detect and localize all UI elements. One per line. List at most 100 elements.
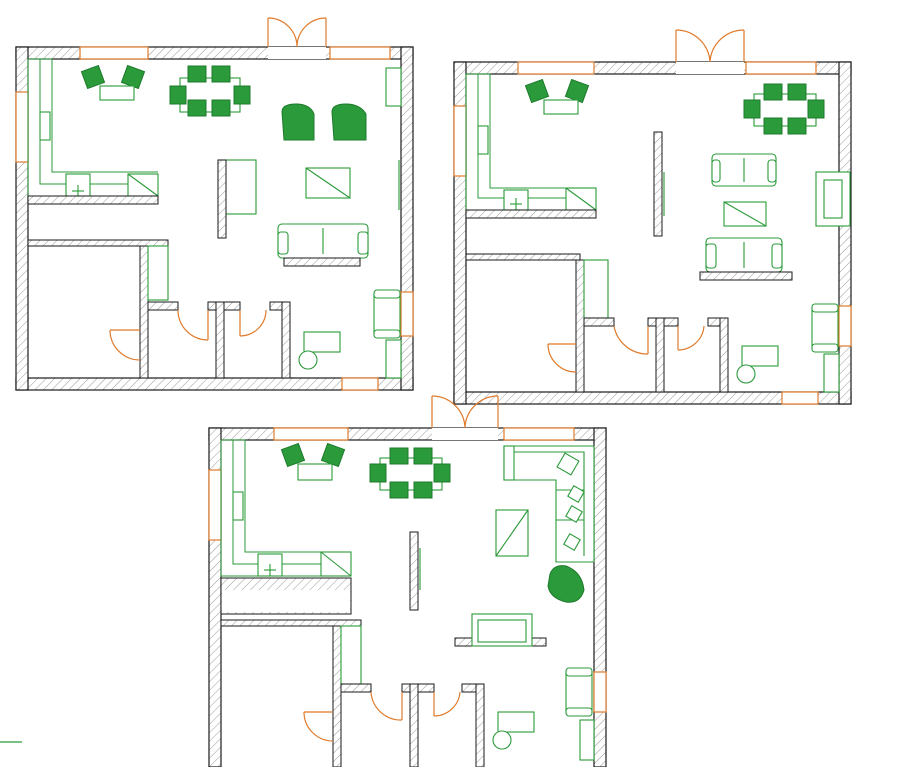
chair-icon [187, 99, 207, 117]
window-icon [341, 377, 379, 391]
corner-sofa-icon [503, 445, 595, 563]
wall-icon [409, 531, 419, 611]
wall-icon [27, 239, 169, 247]
chair-icon [169, 85, 187, 105]
plan-top-right [453, 29, 852, 405]
desk-icon [543, 99, 579, 115]
coffee-table-icon [305, 167, 351, 199]
door-icon [303, 711, 334, 742]
chair-icon [320, 442, 346, 468]
chair-icon [233, 85, 251, 105]
chair-icon [413, 481, 433, 499]
wall-icon [465, 253, 581, 261]
wall-icon [220, 619, 362, 627]
door-icon [109, 329, 141, 361]
kitchen-counter-icon [220, 439, 352, 577]
window-icon [329, 46, 391, 60]
office-chair-icon [492, 730, 512, 750]
desk-icon [385, 339, 402, 379]
chair-icon [564, 78, 590, 104]
wall-icon [340, 683, 372, 693]
wall-icon [575, 259, 585, 393]
window-icon [400, 291, 414, 337]
tv-unit-icon [454, 613, 547, 647]
wall-icon [409, 683, 419, 767]
wall-icon [281, 301, 291, 379]
window-icon [838, 305, 852, 347]
sink-icon [39, 111, 51, 141]
door-icon [370, 691, 403, 721]
window-icon [517, 61, 595, 75]
armchair-icon [811, 303, 839, 353]
door-icon [677, 325, 705, 351]
window-icon [208, 469, 222, 541]
wall-icon [139, 245, 149, 379]
wall-icon [215, 301, 225, 379]
window-icon [273, 427, 349, 441]
desk-icon [99, 85, 135, 101]
wall-icon [147, 301, 179, 311]
armchair-icon [373, 289, 401, 339]
chair-icon [433, 463, 451, 483]
coffee-table-icon [495, 509, 529, 557]
office-chair-icon [736, 364, 756, 384]
door-icon [547, 343, 577, 373]
coffee-table-icon [723, 201, 767, 227]
window-icon [503, 427, 575, 441]
armchair-icon [565, 667, 593, 717]
door-icon [431, 395, 499, 440]
wall-icon [217, 159, 227, 239]
dining-table-icon [369, 447, 451, 499]
wall-icon [655, 317, 665, 393]
wall-icon [400, 46, 414, 391]
door-icon [267, 17, 327, 59]
windows [15, 46, 414, 391]
desk-icon [303, 331, 341, 353]
wall-icon [838, 61, 852, 405]
chair-icon [211, 99, 231, 117]
sofa-icon [711, 153, 777, 187]
door-icon [613, 325, 649, 355]
window-icon [15, 91, 29, 163]
wall-icon [593, 427, 607, 767]
sink-icon [232, 491, 244, 521]
chair-icon [211, 65, 231, 83]
desk-icon [340, 625, 362, 685]
door-icon [177, 309, 209, 341]
chair-icon [120, 64, 146, 90]
chair-icon [763, 83, 783, 101]
chair-icon [787, 117, 807, 135]
chair-icon [369, 463, 387, 483]
plan-bottom [208, 395, 607, 767]
tv-unit-icon [815, 171, 851, 227]
chair-icon [80, 64, 106, 90]
desk-icon [147, 245, 169, 301]
door-icon [239, 309, 267, 337]
desk-icon [583, 259, 609, 319]
wall-icon [583, 317, 615, 327]
desk-icon [297, 463, 333, 481]
chair-icon [413, 447, 433, 465]
sink-icon [477, 125, 489, 155]
dining-table-icon [169, 65, 251, 117]
armchair-icon [547, 565, 585, 603]
wall-icon [653, 131, 663, 237]
chair-icon [187, 65, 207, 83]
window-icon [593, 671, 607, 713]
sofa-icon [277, 223, 369, 267]
chair-icon [743, 99, 761, 119]
armchair-icon [281, 103, 315, 141]
window-icon [781, 391, 819, 405]
chair-icon [389, 481, 409, 499]
wall-icon [719, 317, 729, 393]
desk-icon [385, 67, 402, 107]
chair-icon [389, 447, 409, 465]
wall-icon [475, 683, 485, 767]
desk-icon [579, 719, 595, 761]
wall-icon [27, 195, 159, 205]
window-icon [79, 46, 149, 60]
chair-icon [280, 442, 306, 468]
desk-icon [823, 353, 840, 393]
